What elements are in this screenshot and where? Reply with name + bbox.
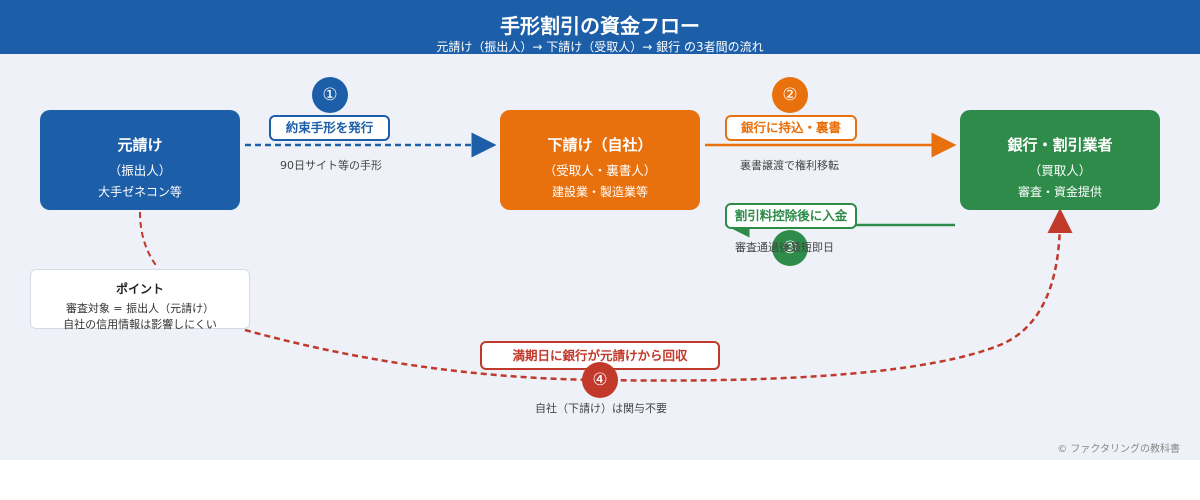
arrow-step4-to-point [139,211,159,269]
node-motouke-name: 元請け [117,136,163,154]
header-banner: 手形割引の資金フロー 元請け（振出人）→ 下請け（受取人）→ 銀行 の3者間の流… [0,0,1200,54]
arrow-step4 [244,208,1073,382]
node-bank: 銀行・割引業者 （買取人） 審査・資金提供 [960,110,1160,210]
footer-credit: © ファクタリングの教科書 [1057,444,1180,455]
node-shitauke-role: （受取人・裏書人） [543,163,657,178]
page-title: 手形割引の資金フロー [500,14,700,38]
point-line1: 審査対象 = 振出人（元請け） [65,302,215,315]
step3-label: 割引料控除後に入金 [725,203,857,229]
step2-label: 銀行に持込・裏書 [725,115,857,141]
node-motouke-role: （振出人） [108,163,172,178]
step3-note: 審査通過後最短即日 [735,241,834,254]
node-shitauke: 下請け（自社） （受取人・裏書人） 建設業・製造業等 [500,110,700,210]
step4-note: 自社（下請け）は関与不要 [535,402,667,415]
node-shitauke-desc: 建設業・製造業等 [551,185,648,199]
step2-number-badge: ② [772,77,808,113]
node-motouke-desc: 大手ゼネコン等 [98,185,182,199]
node-bank-desc: 審査・資金提供 [1017,185,1102,199]
step4-number-badge: ④ [582,362,618,398]
node-shitauke-name: 下請け（自社） [547,136,653,154]
node-bank-role: （買取人） [1028,163,1092,178]
point-line2: 自社の信用情報は影響しにくい [63,318,217,331]
step1-note: 90日サイト等の手形 [280,159,382,172]
step1-number-badge: ① [312,77,348,113]
step2-note: 裏書譲渡で権利移転 [740,159,839,172]
point-heading: ポイント [115,282,164,296]
node-motouke: 元請け （振出人） 大手ゼネコン等 [40,110,240,210]
page-subtitle: 元請け（振出人）→ 下請け（受取人）→ 銀行 の3者間の流れ [436,40,764,54]
step1-label: 約束手形を発行 [269,115,390,141]
node-bank-name: 銀行・割引業者 [1007,136,1113,154]
step3-number-badge: ③ [772,230,808,266]
point-callout: ポイント 審査対象 = 振出人（元請け） 自社の信用情報は影響しにくい [30,269,250,331]
